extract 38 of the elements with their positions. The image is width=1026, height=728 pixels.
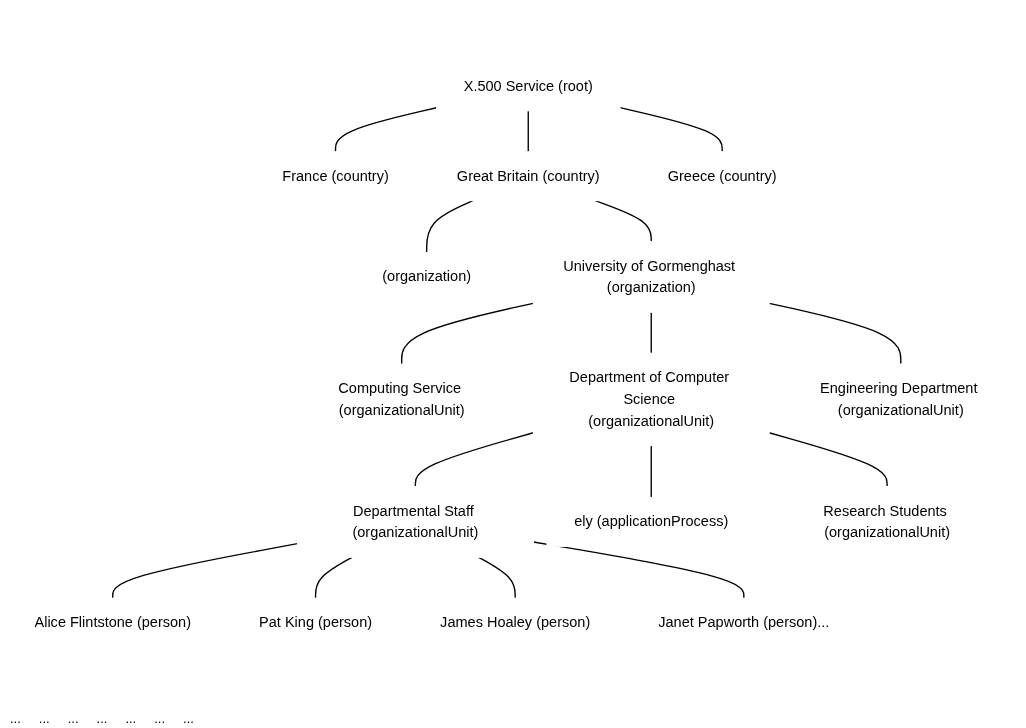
- connector: [314, 556, 353, 599]
- ellipsis-text: ...: [38, 711, 50, 726]
- ellipsis-text: ...: [125, 711, 137, 726]
- node-text: ely (applicationProcess): [574, 513, 729, 530]
- connector: [594, 200, 652, 243]
- connector: [426, 200, 474, 254]
- connector: [414, 432, 534, 488]
- connector: [650, 445, 652, 499]
- node-text: Janet Papworth (person)...: [658, 614, 830, 630]
- connector: [334, 107, 438, 153]
- connector: [768, 302, 902, 365]
- ellipsis-text: ...: [154, 711, 166, 726]
- node-text: James Hoaley (person): [440, 614, 591, 630]
- node-text: (organization): [382, 268, 472, 285]
- node-text: X.500 Service (root): [463, 78, 593, 94]
- node-text: Greece (country): [667, 168, 777, 184]
- node-text: University of Gormenghast (organization): [563, 257, 736, 296]
- connector: [401, 302, 534, 365]
- node-text: Great Britain (country): [456, 168, 600, 184]
- connector: [619, 106, 723, 153]
- connector: [478, 556, 516, 599]
- node-text: Departmental Staff (organizationalUnit): [352, 502, 479, 541]
- node-text: Engineering Department (organizationalUnit): [820, 380, 978, 418]
- node-text: Computing Service (organizationalUnit): [338, 380, 465, 418]
- node-text: France (country): [282, 168, 389, 184]
- connector: [527, 110, 529, 153]
- ellipsis-text: ...: [10, 711, 21, 726]
- ellipsis-text: ...: [67, 711, 79, 726]
- node-text: Research Students (organizationalUnit): [823, 502, 951, 541]
- connector: [112, 543, 299, 599]
- node-text: Alice Flintstone (person): [34, 614, 192, 630]
- connector: [532, 541, 745, 599]
- node-text: Department of Computer Science (organizationalUnit): [569, 369, 730, 429]
- node-text: Pat King (person): [259, 614, 373, 630]
- connector: [650, 311, 652, 354]
- ellipsis-text: ...: [96, 711, 108, 726]
- connector: [768, 432, 888, 488]
- ellipsis-text: ...: [183, 711, 194, 726]
